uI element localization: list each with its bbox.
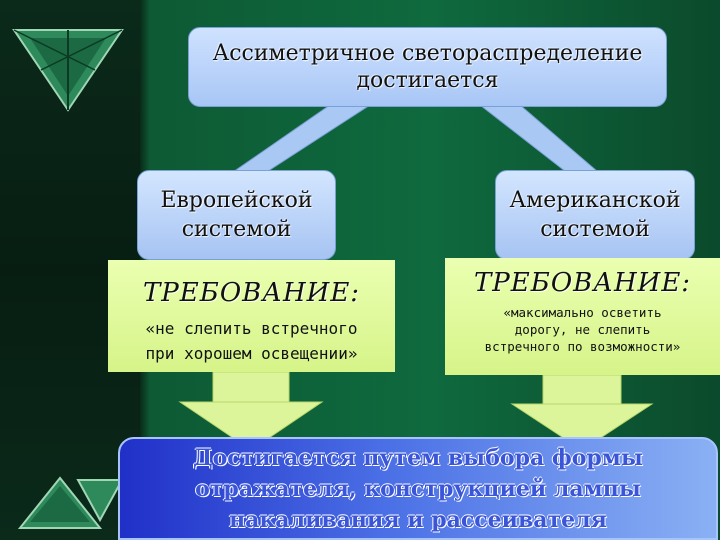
connector-right bbox=[478, 104, 600, 176]
requirement-right-title: ТРЕБОВАНИЕ: bbox=[473, 268, 692, 298]
requirement-left-box: ТРЕБОВАНИЕ: «не слепить встречного при х… bbox=[108, 260, 395, 372]
requirement-right-line1: «максимально осветить bbox=[503, 305, 662, 320]
requirement-left-line2: при хорошем освещении» bbox=[145, 344, 358, 363]
requirement-right-box: ТРЕБОВАНИЕ: «максимально осветить дорогу… bbox=[445, 258, 720, 375]
requirement-right-line3: встречного по возможности» bbox=[484, 339, 681, 354]
conclusion-line3: накаливания и рассеивателя bbox=[229, 507, 607, 533]
conclusion-line1: Достигается путем выбора формы bbox=[193, 445, 643, 471]
top-box: Ассиметричное светораспределение достига… bbox=[188, 27, 667, 107]
top-box-line2: достигается bbox=[356, 68, 499, 93]
conclusion-box: Достигается путем выбора формы отражател… bbox=[118, 437, 718, 540]
european-system-box: Европейской системой bbox=[137, 170, 336, 260]
american-system-box: Американской системой bbox=[495, 170, 695, 260]
european-line2: системой bbox=[181, 217, 292, 242]
arrow-right-down bbox=[510, 374, 654, 451]
requirement-left-title: ТРЕБОВАНИЕ: bbox=[142, 278, 361, 308]
top-box-line1: Ассиметричное светораспределение bbox=[212, 41, 643, 66]
american-line1: Американской bbox=[509, 188, 681, 213]
american-line2: системой bbox=[540, 217, 650, 242]
bottom-triangle-icon bbox=[17, 476, 124, 529]
requirement-right-line2: дорогу, не слепить bbox=[514, 322, 651, 337]
top-triangle-icon bbox=[12, 29, 124, 112]
connector-left bbox=[234, 104, 372, 176]
arrow-left-down bbox=[178, 371, 324, 451]
requirement-left-line1: «не слепить встречного bbox=[145, 319, 358, 338]
conclusion-line2: отражателя, конструкцией лампы bbox=[195, 476, 641, 502]
european-line1: Европейской bbox=[160, 188, 313, 213]
